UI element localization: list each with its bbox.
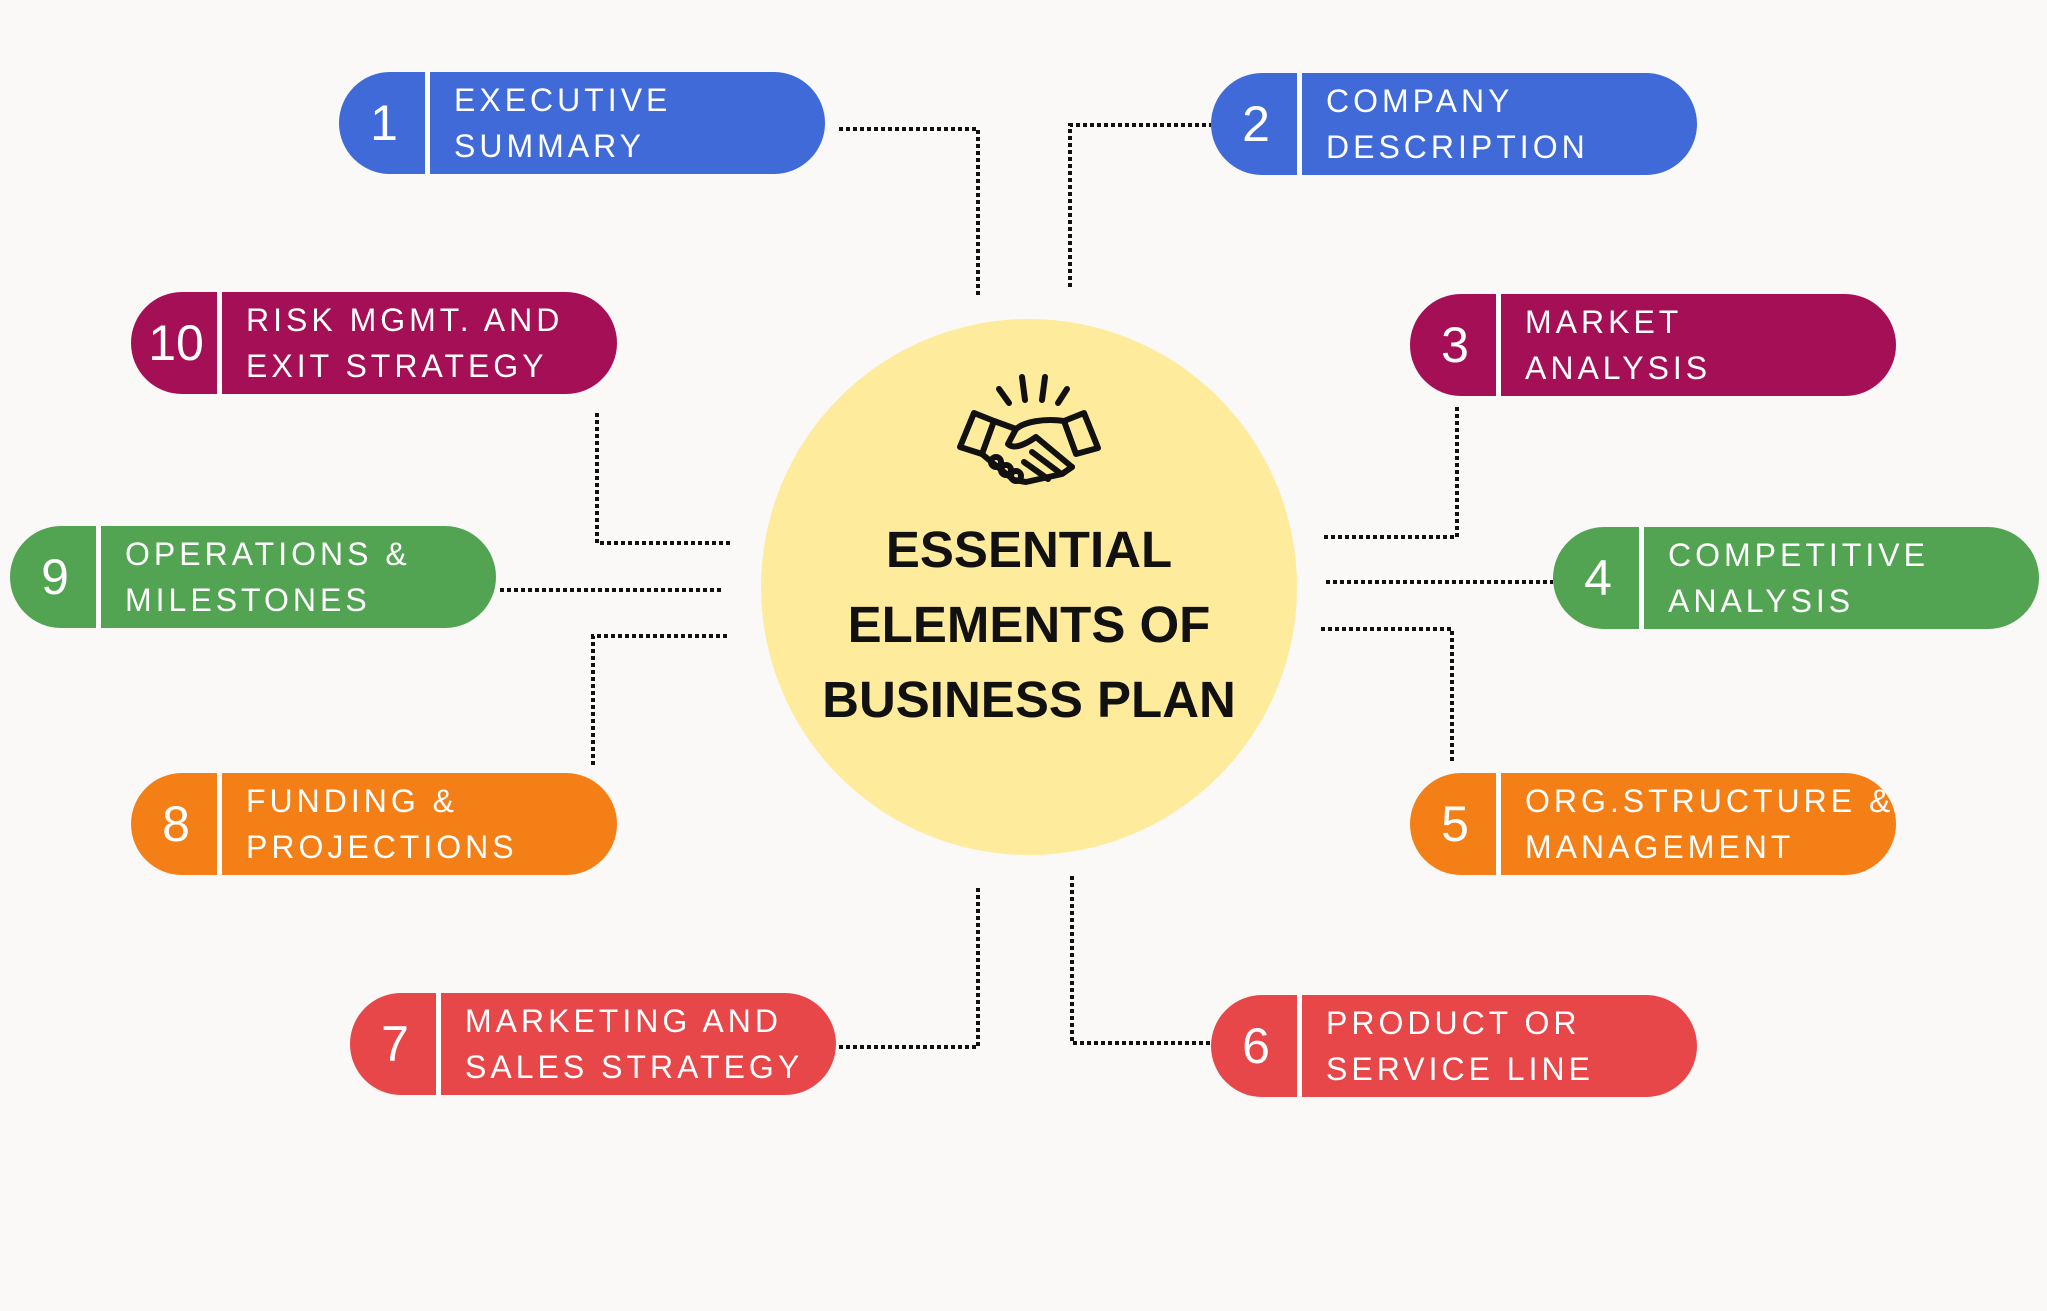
- element-label: COMPETITIVE: [1668, 537, 1929, 573]
- connector-2: [1068, 123, 1211, 287]
- element-label: MILESTONES: [125, 582, 371, 618]
- diagram-title: ESSENTIAL ELEMENTS OF BUSINESS PLAN: [761, 512, 1297, 737]
- element-10-risk-exit: 10 RISK MGMT. AND EXIT STRATEGY: [131, 292, 617, 394]
- element-label: PROJECTIONS: [246, 829, 518, 865]
- connector-3: [1322, 407, 1459, 539]
- element-label: SERVICE LINE: [1326, 1051, 1594, 1087]
- element-3-market-analysis: 3 MARKET ANALYSIS: [1410, 294, 1896, 396]
- connector-7: [839, 885, 980, 1049]
- connector-8: [591, 634, 727, 765]
- element-label: DESCRIPTION: [1326, 129, 1589, 165]
- element-number: 6: [1211, 995, 1302, 1097]
- connector-6: [1070, 876, 1211, 1045]
- connector-1: [839, 127, 980, 298]
- element-label: MARKETING AND: [465, 1003, 782, 1039]
- element-label: SUMMARY: [454, 128, 645, 164]
- element-1-executive-summary: 1 EXECUTIVE SUMMARY: [339, 72, 825, 174]
- element-label: EXIT STRATEGY: [246, 348, 548, 384]
- element-number: 8: [131, 773, 222, 875]
- handshake-icon: [957, 374, 1101, 485]
- element-label: ORG.STRUCTURE &: [1525, 783, 1895, 819]
- element-number: 7: [350, 993, 441, 1095]
- element-8-funding-projections: 8 FUNDING & PROJECTIONS: [131, 773, 617, 875]
- element-7-marketing-sales: 7 MARKETING AND SALES STRATEGY: [350, 993, 836, 1095]
- element-label: MARKET: [1525, 304, 1683, 340]
- element-number: 10: [131, 292, 222, 394]
- element-number: 5: [1410, 773, 1501, 875]
- title-line: ELEMENTS OF: [847, 596, 1211, 653]
- element-label: OPERATIONS &: [125, 536, 411, 572]
- element-number: 4: [1553, 527, 1644, 629]
- element-number: 2: [1211, 73, 1302, 175]
- element-number: 1: [339, 72, 430, 174]
- center-circle: [761, 319, 1297, 855]
- element-label: EXECUTIVE: [454, 82, 672, 118]
- element-6-product-service-line: 6 PRODUCT OR SERVICE LINE: [1211, 995, 1697, 1097]
- title-line: ESSENTIAL: [885, 521, 1173, 578]
- element-label: ANALYSIS: [1525, 350, 1712, 386]
- element-label: SALES STRATEGY: [465, 1049, 804, 1085]
- element-number: 3: [1410, 294, 1501, 396]
- element-number: 9: [10, 526, 101, 628]
- element-2-company-description: 2 COMPANY DESCRIPTION: [1211, 73, 1697, 175]
- connector-10: [595, 413, 731, 545]
- connector-5: [1319, 627, 1454, 761]
- element-label: PRODUCT OR: [1326, 1005, 1581, 1041]
- element-label: ANALYSIS: [1668, 583, 1855, 619]
- title-line: BUSINESS PLAN: [822, 671, 1236, 728]
- element-label: MANAGEMENT: [1525, 829, 1795, 865]
- element-4-competitive-analysis: 4 COMPETITIVE ANALYSIS: [1553, 527, 2039, 629]
- element-label: RISK MGMT. AND: [246, 302, 564, 338]
- element-label: COMPANY: [1326, 83, 1514, 119]
- element-9-operations-milestones: 9 OPERATIONS & MILESTONES: [10, 526, 496, 628]
- element-5-org-structure: 5 ORG.STRUCTURE & MANAGEMENT: [1410, 773, 1896, 875]
- element-label: FUNDING &: [246, 783, 458, 819]
